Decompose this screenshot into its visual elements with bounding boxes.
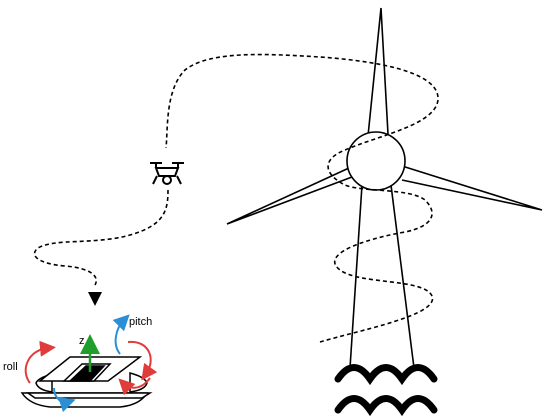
floating-landing-platform-icon	[20, 356, 153, 408]
drone-camera	[162, 175, 172, 185]
roll-arrows	[24, 340, 158, 396]
landing-pad-inner	[68, 365, 106, 382]
platform-float-right	[129, 372, 148, 393]
roll-arrow-left	[24, 340, 56, 384]
roll-label: roll	[3, 361, 18, 373]
landing-arrowhead	[88, 292, 102, 306]
turbine-hub	[346, 131, 406, 191]
drone-legs	[152, 175, 182, 185]
flight-path-spiral	[165, 53, 439, 343]
turbine-blade-right	[401, 165, 543, 211]
flight-path	[33, 53, 439, 343]
tower-right-edge	[390, 184, 415, 369]
turbine-blade-up	[367, 7, 389, 137]
z-axis-label: z	[79, 335, 85, 347]
platform-base-plate	[25, 392, 153, 399]
pitch-arrow-upper	[112, 314, 130, 355]
wind-turbine-icon	[226, 7, 543, 369]
flight-path-descent	[33, 189, 169, 286]
roll-arrow-right-lower	[118, 377, 151, 396]
wave-upper	[334, 364, 438, 386]
turbine-blade-left	[226, 167, 353, 225]
pitch-label: pitch	[129, 316, 152, 328]
drone-body	[154, 167, 180, 177]
wave-lower	[334, 395, 438, 417]
roll-arrow-right-upper	[127, 340, 158, 381]
quadcopter-drone-icon	[150, 162, 184, 185]
sea-waves-icon	[334, 364, 438, 417]
pitch-arrows	[53, 314, 130, 413]
pitch-arrow-lower	[53, 387, 76, 413]
